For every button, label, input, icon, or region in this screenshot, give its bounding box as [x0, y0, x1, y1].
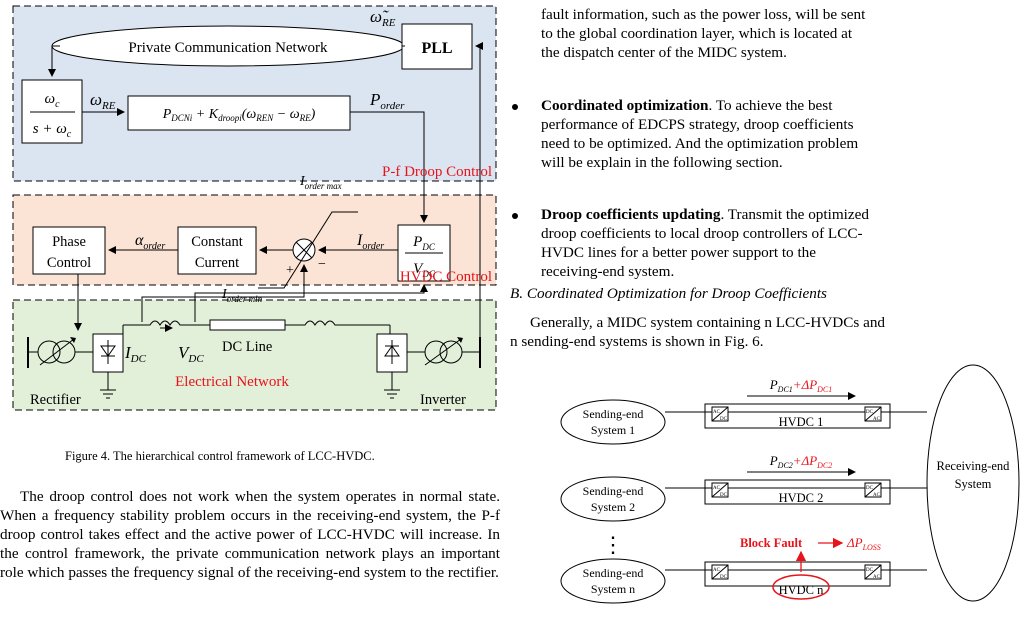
hvdc-control-region-label: HVDC Control	[400, 269, 492, 285]
fault-highlight	[772, 574, 830, 600]
pll-label: PLL	[421, 40, 452, 57]
private-network-label: Private Communication Network	[128, 40, 328, 56]
svg-text:AC: AC	[713, 568, 721, 573]
svg-text:HVDC 2: HVDC 2	[779, 491, 824, 505]
svg-text:Iorder min: Iorder min	[221, 287, 263, 304]
svg-text:PDC2+ΔPDC2: PDC2+ΔPDC2	[769, 453, 833, 470]
svg-text:Block Fault: Block Fault	[740, 536, 803, 550]
bullet-coordinated-optimization: Coordinated optimization. To achieve the…	[541, 97, 859, 171]
droop-formula-box	[127, 95, 351, 131]
figure-4-diagram: Private Communication Network PLL ω̃RE ω…	[12, 5, 497, 411]
svg-text:AC: AC	[873, 493, 881, 498]
svg-text:VDC: VDC	[178, 343, 204, 365]
svg-text:ωRE: ωRE	[90, 90, 116, 112]
svg-text:VDC: VDC	[413, 261, 436, 279]
pf-droop-region-label: P-f Droop Control	[382, 164, 492, 180]
svg-text:DC: DC	[866, 568, 874, 573]
svg-text:DC Line: DC Line	[222, 339, 272, 355]
svg-text:Iorder: Iorder	[356, 232, 384, 252]
section-paragraph: Generally, a MIDC system containing n LC…	[510, 314, 886, 350]
svg-text:AC: AC	[713, 486, 721, 491]
bullet-droop-updating: Droop coefficients updating. Transmit th…	[541, 206, 869, 280]
pll-box	[401, 23, 473, 70]
svg-text:Constant: Constant	[191, 234, 243, 250]
svg-text:ωc: ωc	[44, 91, 60, 110]
svg-text:System 2: System 2	[591, 500, 635, 514]
hvdc-1-box	[704, 403, 891, 429]
svg-text:Rectifier: Rectifier	[30, 392, 81, 408]
sending-end-2	[560, 476, 666, 522]
sending-end-1	[560, 399, 666, 445]
bullet-1	[512, 104, 518, 110]
figure-4-caption: Figure 4. The hierarchical control frame…	[65, 449, 375, 463]
svg-text:System: System	[955, 477, 992, 491]
section-heading: B. Coordinated Optimization for Droop Co…	[510, 285, 827, 302]
svg-text:αorder: αorder	[135, 232, 165, 252]
figure-6-diagram: Receiving-end System Sending-end System …	[560, 364, 1020, 604]
svg-text:DC: DC	[720, 493, 728, 498]
svg-text:DC: DC	[866, 486, 874, 491]
svg-text:⋮: ⋮	[602, 532, 624, 557]
svg-text:DC: DC	[720, 417, 728, 422]
svg-text:DC: DC	[866, 410, 874, 415]
right-top-text: fault information, such as the power los…	[541, 6, 866, 61]
svg-text:Phase: Phase	[52, 234, 86, 250]
svg-text:HVDC 1: HVDC 1	[779, 415, 824, 429]
svg-text:s + ωc: s + ωc	[33, 121, 72, 140]
bullet-2	[512, 213, 518, 219]
droop-formula: PDCNi + Kdroopi(ωREN − ωRE)	[162, 107, 316, 123]
svg-text:+: +	[286, 263, 294, 278]
electrical-network-region-label: Electrical Network	[175, 374, 289, 390]
hvdc-2-box	[704, 479, 891, 505]
svg-text:Sending-end: Sending-end	[583, 566, 644, 580]
svg-text:PDC: PDC	[412, 234, 436, 252]
phase-control-box	[32, 226, 106, 275]
svg-text:Inverter: Inverter	[420, 392, 466, 408]
svg-text:PDC1+ΔPDC1: PDC1+ΔPDC1	[769, 377, 833, 394]
receiving-end-ellipse	[926, 364, 1020, 602]
svg-text:Current: Current	[195, 255, 239, 271]
svg-text:Control: Control	[47, 255, 91, 271]
svg-text:Porder: Porder	[369, 90, 405, 112]
svg-text:IDC: IDC	[124, 343, 147, 365]
svg-text:−: −	[318, 257, 326, 272]
sending-end-n	[560, 558, 666, 604]
svg-text:Iorder max: Iorder max	[299, 174, 342, 191]
svg-text:System 1: System 1	[591, 423, 635, 437]
svg-text:Sending-end: Sending-end	[583, 484, 644, 498]
svg-text:ΔPLOSS: ΔPLOSS	[846, 535, 881, 552]
left-paragraph: The droop control does not work when the…	[0, 488, 500, 581]
svg-text:AC: AC	[873, 575, 881, 580]
svg-text:Receiving-end: Receiving-end	[937, 459, 1011, 473]
svg-text:AC: AC	[873, 417, 881, 422]
svg-text:AC: AC	[713, 410, 721, 415]
svg-text:System n: System n	[591, 582, 635, 596]
hvdc-n-box	[704, 561, 891, 587]
svg-text:DC: DC	[720, 575, 728, 580]
svg-text:Sending-end: Sending-end	[583, 407, 644, 421]
svg-text:HVDC n: HVDC n	[779, 583, 825, 597]
